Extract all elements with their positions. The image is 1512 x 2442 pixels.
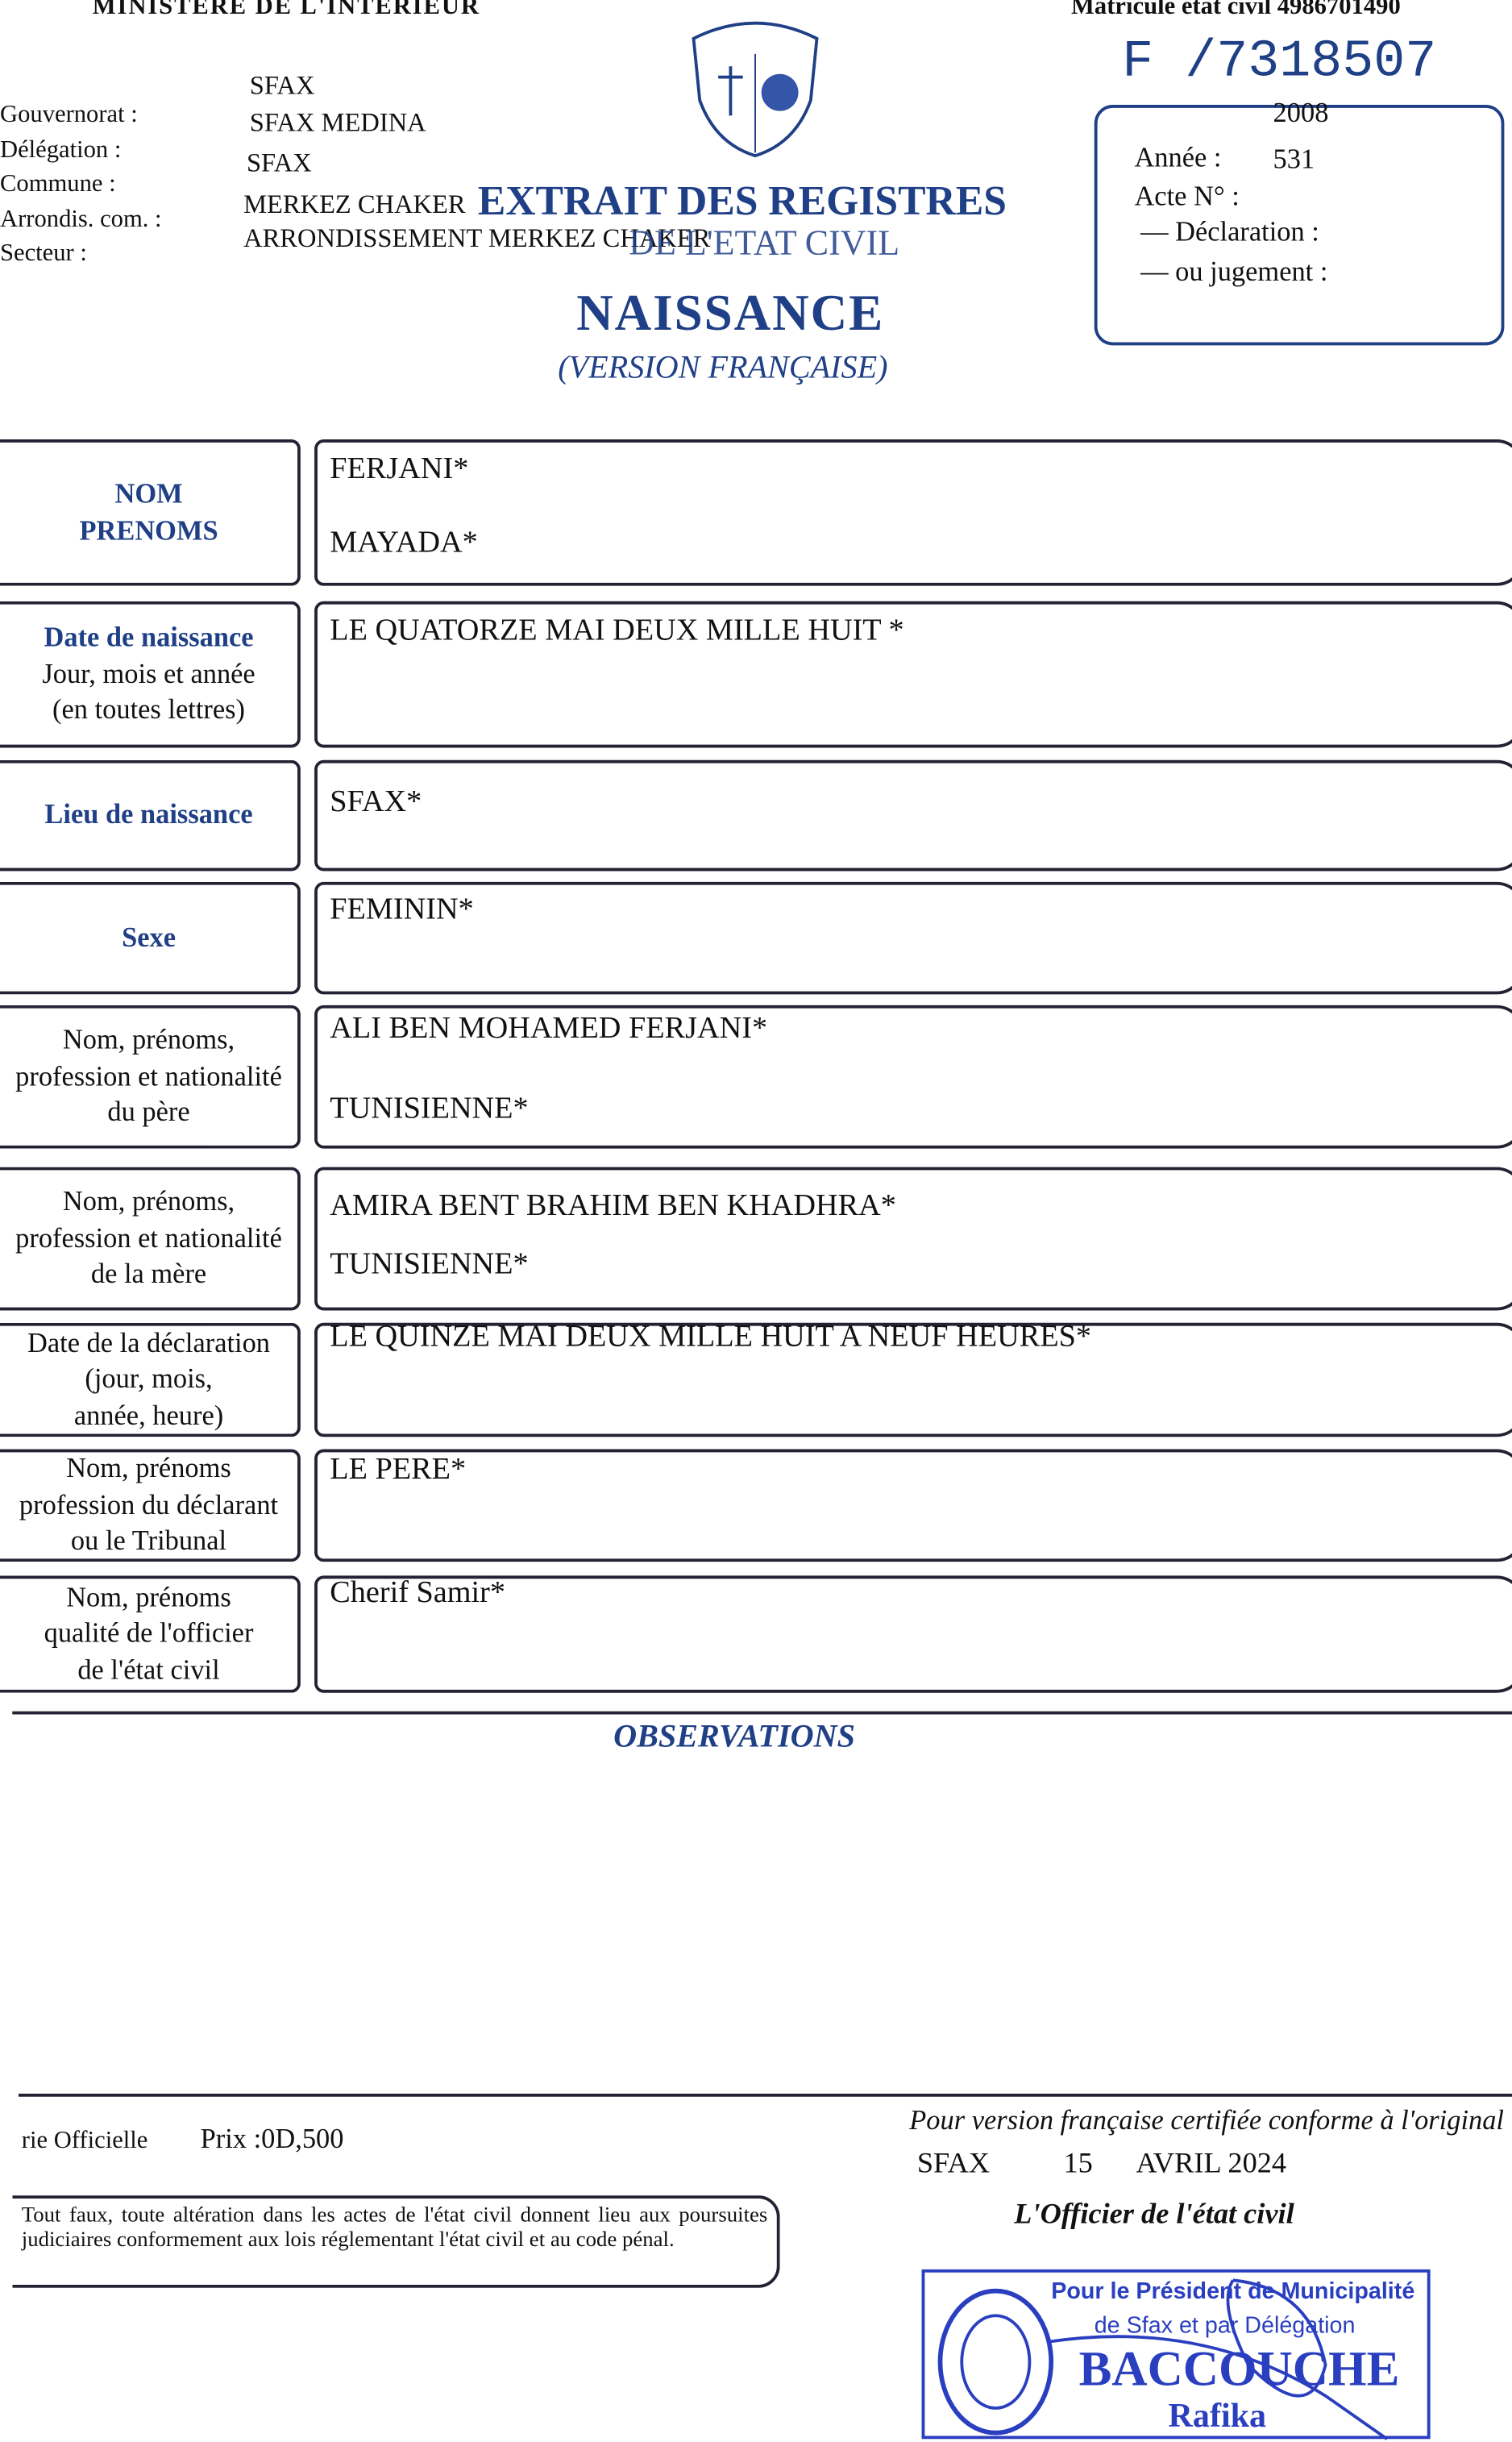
label-line: profession du déclarant xyxy=(19,1488,279,1521)
value-box: LE QUINZE MAI DEUX MILLE HUIT A NEUF HEU… xyxy=(314,1319,1512,1437)
label-line: Nom, prénoms xyxy=(66,1581,231,1613)
label-line: Date de la déclaration xyxy=(27,1327,271,1358)
declarant-value: LE PERE* xyxy=(330,1452,467,1487)
certification-text: Pour version française certifiée conform… xyxy=(909,2104,1505,2136)
label-line: du père xyxy=(107,1096,190,1128)
observations-heading: OBSERVATIONS xyxy=(613,1717,855,1755)
acte-value: 531 xyxy=(1273,143,1315,175)
label-sexe: Sexe xyxy=(0,881,301,995)
issue-day: 15 xyxy=(1063,2147,1093,2180)
label-line: Sexe xyxy=(122,921,177,953)
value-box: Cherif Samir* xyxy=(314,1575,1512,1693)
title-etat-civil: DE L'ETAT CIVIL xyxy=(629,223,900,263)
officer-title: L'Officier de l'état civil xyxy=(1014,2198,1294,2232)
divider xyxy=(18,2093,1512,2097)
lieu-value: SFAX* xyxy=(330,784,422,819)
official-stamp: Pour le Président de Municipalité de Sfa… xyxy=(921,2269,1431,2440)
label-line: de l'état civil xyxy=(77,1654,220,1685)
title-extrait: EXTRAIT DES REGISTRES xyxy=(477,177,1007,224)
value-box: AMIRA BENT BRAHIM BEN KHADHRA* TUNISIENNE… xyxy=(314,1167,1512,1311)
label-commune: Commune : xyxy=(0,171,116,198)
serial-number: F /7318507 xyxy=(1122,34,1437,93)
label-officier: Nom, prénoms qualité de l'officier de l'ét… xyxy=(0,1575,301,1693)
price: Prix :0D,500 xyxy=(200,2123,344,2154)
value-delegation: SFAX MEDINA xyxy=(249,107,426,138)
declaration-label: — Déclaration : xyxy=(1140,215,1319,247)
label-delegation: Délégation : xyxy=(0,137,122,164)
label-arrondissement: Arrondis. com. : xyxy=(0,206,162,233)
date-naissance-value: LE QUATORZE MAI DEUX MILLE HUIT * xyxy=(330,614,904,648)
value-box: LE PERE* xyxy=(314,1449,1512,1562)
label-line: Date de naissance xyxy=(44,622,254,653)
label-line: Nom, prénoms, xyxy=(62,1186,235,1217)
label-line: de la mère xyxy=(90,1258,207,1290)
value-box: LE QUATORZE MAI DEUX MILLE HUIT * xyxy=(314,601,1512,748)
label-gouvernorat: Gouvernorat : xyxy=(0,102,138,128)
label-line: qualité de l'officier xyxy=(44,1617,254,1649)
label-pere: Nom, prénoms, profession et nationalité du… xyxy=(0,1005,301,1149)
label-line: (jour, mois, xyxy=(85,1363,213,1395)
label-line: Lieu de naissance xyxy=(44,799,253,830)
label-line: année, heure) xyxy=(73,1399,224,1431)
title-naissance: NAISSANCE xyxy=(576,286,885,343)
value-gouvernorat: SFAX xyxy=(249,70,315,101)
stamp-name: BACCOUCHE xyxy=(1078,2340,1400,2396)
prenoms-value: MAYADA* xyxy=(330,526,478,560)
coat-of-arms-icon xyxy=(692,21,819,158)
value-commune: SFAX xyxy=(246,148,312,177)
mere-name-value: AMIRA BENT BRAHIM BEN KHADHRA* xyxy=(330,1188,896,1223)
imprimerie: rie Officielle xyxy=(21,2127,148,2154)
label-line: NOM xyxy=(114,478,183,510)
officier-value: Cherif Samir* xyxy=(330,1575,505,1610)
mere-nationality-value: TUNISIENNE* xyxy=(330,1247,529,1282)
legal-warning: Tout faux, toute altération dans les act… xyxy=(12,2195,780,2288)
acte-label: Acte N° : xyxy=(1134,180,1240,211)
label-mere: Nom, prénoms, profession et nationalité de… xyxy=(0,1167,301,1311)
label-line: Jour, mois et année xyxy=(42,658,255,689)
title-version: (VERSION FRANÇAISE) xyxy=(558,348,888,386)
ministry: MINISTERE DE L'INTERIEUR xyxy=(92,0,480,20)
label-line: PRENOMS xyxy=(79,514,218,545)
label-declaration: Date de la déclaration (jour, mois, année,… xyxy=(0,1322,301,1437)
value-secteur: ARRONDISSEMENT MERKEZ CHAKER xyxy=(243,223,711,253)
pere-nationality-value: TUNISIENNE* xyxy=(330,1091,529,1125)
value-arrondissement: MERKEZ CHAKER xyxy=(243,189,466,219)
label-line: ou le Tribunal xyxy=(70,1525,227,1556)
value-box: FERJANI* MAYADA* xyxy=(314,439,1512,586)
label-line: profession et nationalité xyxy=(15,1060,282,1092)
issue-place: SFAX xyxy=(916,2147,991,2180)
year-value: 2008 xyxy=(1273,97,1329,128)
annee-label: Année : xyxy=(1134,141,1222,173)
jugement-label: — ou jugement : xyxy=(1140,256,1328,287)
divider xyxy=(12,1711,1512,1715)
nom-value: FERJANI* xyxy=(330,451,469,486)
value-box: ALI BEN MOHAMED FERJANI* TUNISIENNE* xyxy=(314,1005,1512,1149)
value-box: SFAX* xyxy=(314,759,1512,872)
label-nom-prenoms: NOM PRENOMS xyxy=(0,439,301,586)
label-lieu: Lieu de naissance xyxy=(0,759,301,872)
label-line: profession et nationalité xyxy=(15,1222,282,1254)
pere-name-value: ALI BEN MOHAMED FERJANI* xyxy=(330,1011,768,1046)
label-line: Nom, prénoms xyxy=(66,1453,231,1484)
sexe-value: FEMININ* xyxy=(330,892,474,927)
issue-month-year: AVRIL 2024 xyxy=(1136,2147,1287,2180)
label-line: Nom, prénoms, xyxy=(62,1024,235,1055)
value-box: FEMININ* xyxy=(314,881,1512,995)
matricule: Matricule état civil 4986701490 xyxy=(1071,0,1401,20)
label-secteur: Secteur : xyxy=(0,240,87,267)
label-line: (en toutes lettres) xyxy=(52,693,246,726)
declaration-value: LE QUINZE MAI DEUX MILLE HUIT A NEUF HEU… xyxy=(330,1319,1091,1354)
signature-icon xyxy=(1048,2278,1389,2440)
acte-box xyxy=(1094,105,1505,346)
label-declarant: Nom, prénoms profession du déclarant ou le… xyxy=(0,1449,301,1562)
